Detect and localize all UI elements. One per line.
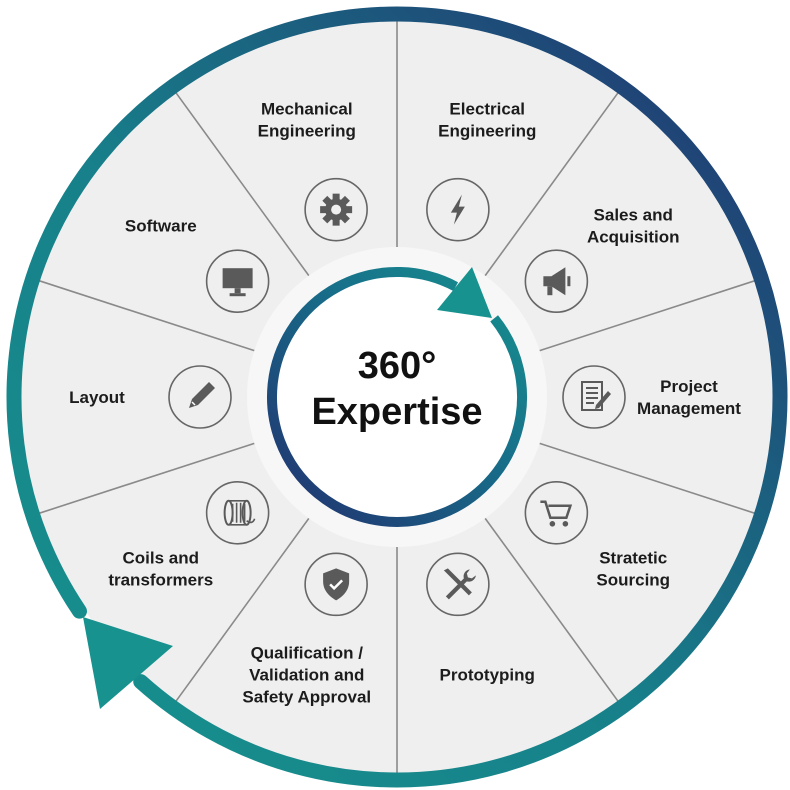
segment-divider	[539, 442, 757, 515]
segment-label: Validation and	[249, 666, 364, 685]
segment-coils-and-transformers: Coils and transformers	[108, 480, 270, 590]
segment-prototyping: Prototyping	[426, 552, 535, 685]
center-title-line2: Expertise	[311, 391, 482, 433]
lightning-icon	[426, 177, 490, 242]
segment-label: Coils and	[123, 549, 200, 568]
segment-label: Sourcing	[596, 571, 670, 590]
segment-label: Software	[125, 216, 197, 235]
segment-label: Engineering	[258, 121, 356, 140]
segment-label: Qualification /	[251, 644, 364, 663]
segment-layout: Layout	[69, 365, 232, 429]
inner-arrowhead	[437, 267, 492, 318]
segment-divider	[37, 279, 255, 352]
center-title-line1: 360°	[358, 345, 437, 387]
document-pen-icon	[562, 365, 626, 429]
center-disc	[276, 276, 518, 518]
segment-label: Layout	[69, 388, 125, 407]
outer-cycle-ring	[6, 6, 788, 788]
wire-spool-icon	[205, 480, 270, 545]
segment-divider	[174, 90, 310, 277]
gear-icon	[304, 177, 368, 242]
shopping-cart-icon	[524, 480, 589, 545]
segment-label: Stratetic	[599, 549, 667, 568]
segment-divider	[174, 517, 310, 704]
segment-label: Project	[660, 377, 718, 396]
segment-label: Mechanical	[261, 99, 353, 118]
segment-label: Acquisition	[587, 227, 680, 246]
segment-label: Sales and	[594, 205, 673, 224]
pencil-icon	[168, 365, 232, 429]
megaphone-icon	[524, 249, 589, 314]
wrench-screwdriver-icon	[426, 552, 490, 617]
segment-divider	[484, 517, 620, 704]
segment-label: Management	[637, 399, 741, 418]
monitor-icon	[205, 249, 270, 314]
segment-label: Prototyping	[440, 666, 535, 685]
shield-check-icon	[304, 552, 368, 617]
segment-divider	[37, 442, 255, 515]
outer-arrowhead	[83, 617, 173, 709]
segment-label: Safety Approval	[242, 688, 371, 707]
inner-cycle-ring	[267, 267, 527, 527]
segment-label: transformers	[108, 571, 213, 590]
segment-label: Engineering	[438, 121, 536, 140]
segment-divider	[539, 279, 757, 352]
segment-label: Electrical	[449, 99, 525, 118]
segment-divider	[484, 90, 620, 277]
segment-software: Software	[125, 216, 270, 314]
